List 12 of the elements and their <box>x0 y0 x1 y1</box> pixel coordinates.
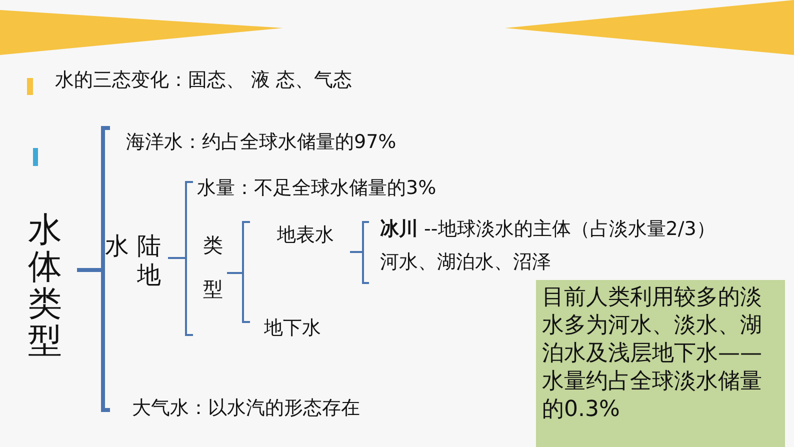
item-text: 冰川 --地球淡水的主体（占淡水量2/3） <box>380 217 716 241</box>
item-text: 河水、湖泊水、沼泽 <box>380 250 551 274</box>
note-box: 目前人类利用较多的淡水多为河水、淡水、湖泊水及浅层地下水——水量约占全球淡水储量的0.3% <box>536 280 785 447</box>
item-text: 水量：不足全球水储量的3% <box>197 176 436 200</box>
item-text: 海洋水：约占全球水储量的97% <box>126 130 396 154</box>
category-label: 水陆地 <box>104 232 169 290</box>
item-text: 地下水 <box>264 316 321 340</box>
item-text: 地表水 <box>277 223 334 247</box>
heading-text: 水的三态变化：固态、 液 态、气态 <box>55 68 352 92</box>
item-text: 大气水：以水汽的形态存在 <box>132 396 360 420</box>
category-label: 类型 <box>203 232 224 303</box>
category-label: 水体类型 <box>28 212 63 360</box>
